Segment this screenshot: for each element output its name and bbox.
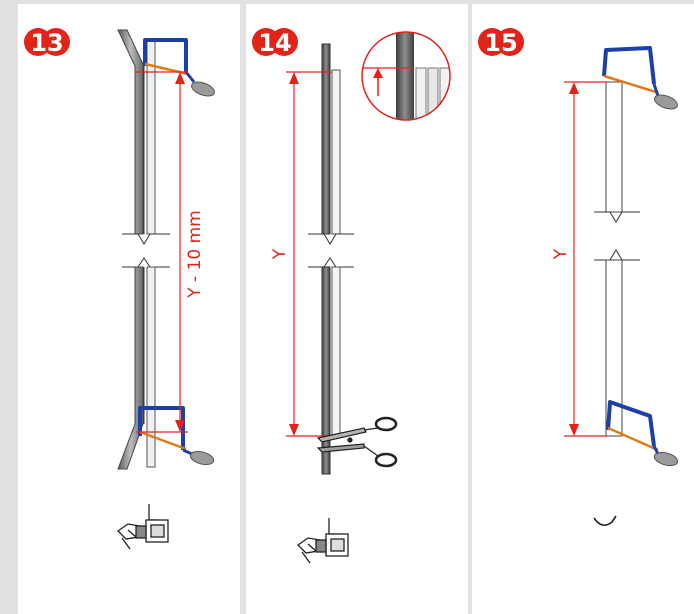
break-line-top <box>594 211 640 223</box>
clip-icon <box>116 504 169 550</box>
step-badge: 15 <box>478 28 524 57</box>
step-panel-15: 15 <box>472 4 694 614</box>
hacksaw-icon <box>138 406 215 466</box>
hacksaw-icon <box>606 400 679 467</box>
dimension-arrow-icon <box>564 81 608 437</box>
break-line-top <box>122 233 170 245</box>
hacksaw-icon <box>602 46 678 110</box>
magnifier-detail-icon <box>361 31 451 121</box>
profile-lower <box>117 266 156 470</box>
break-line-bottom <box>122 257 170 268</box>
profile-lower <box>321 266 341 475</box>
dimension-label: Y <box>270 248 290 260</box>
step-badge: 13 <box>24 28 70 57</box>
step-14-diagram: 14 <box>252 28 451 564</box>
step-panel-14: 14 <box>246 4 468 614</box>
dimension-arrow-icon <box>286 71 332 437</box>
break-line-bottom <box>594 249 640 261</box>
step-15-diagram: 15 <box>478 28 679 526</box>
step-13-diagram: 13 <box>24 28 215 550</box>
step-number: 13 <box>30 29 63 57</box>
hook-icon <box>593 515 617 526</box>
profile-upper <box>117 29 156 235</box>
profile-upper <box>605 81 623 213</box>
dimension-arrow-icon <box>136 71 188 433</box>
step-badge: 14 <box>252 28 298 57</box>
clip-icon <box>296 518 349 564</box>
break-line-bottom <box>308 257 354 268</box>
scissors-icon <box>316 416 398 468</box>
dimension-label: Y <box>551 248 571 260</box>
dimension-label: Y - 10 mm <box>185 210 205 298</box>
step-number: 15 <box>484 29 517 57</box>
profile-lower <box>605 259 623 437</box>
hacksaw-icon <box>143 38 215 97</box>
step-panel-13: 13 <box>18 4 240 614</box>
break-line-top <box>308 233 354 245</box>
step-number: 14 <box>258 29 291 57</box>
